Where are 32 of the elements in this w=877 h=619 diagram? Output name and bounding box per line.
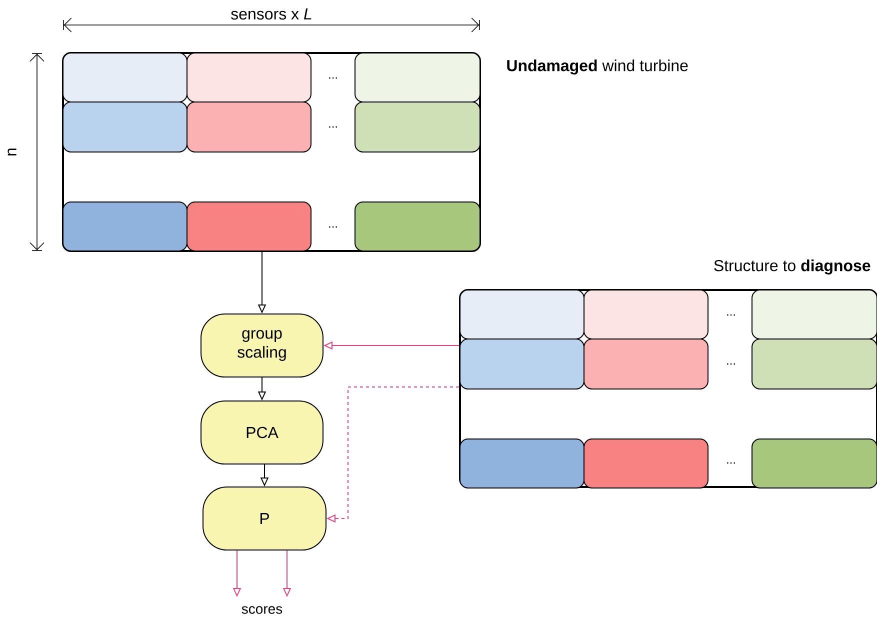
process-box: PCA [200,400,324,464]
matrix-cell [584,290,708,340]
process-box: group scaling [200,314,324,378]
matrix-cell [752,338,877,390]
matrix-cell [584,338,708,390]
node-label: Structure to diagnose [714,260,870,274]
matrix-cell [186,102,312,152]
process-box: P [202,486,326,550]
dimension-label: n [8,148,16,156]
matrix-cell [62,202,188,252]
ellipsis: ... [329,226,337,228]
matrix-cell [354,52,480,102]
matrix-cell [62,102,188,152]
matrix-cell [460,438,584,488]
matrix-cell [354,202,480,252]
matrix-cell [584,438,708,488]
matrix-cell [62,52,188,102]
matrix-cell [752,438,877,488]
ellipsis: ... [329,126,337,128]
matrix-cell [752,290,877,340]
matrix-cell [460,338,584,390]
matrix-cell [186,202,312,252]
matrix-cell [354,102,480,152]
ellipsis: ... [727,314,735,316]
matrix-cell [186,52,312,102]
ellipsis: ... [727,462,735,464]
ellipsis: ... [329,77,337,79]
output-label: scores [242,606,282,614]
matrix-cell [460,290,584,340]
node-label: Undamaged wind turbine [507,60,688,74]
ellipsis: ... [727,363,735,365]
dimension-label: sensors x L [231,8,312,20]
